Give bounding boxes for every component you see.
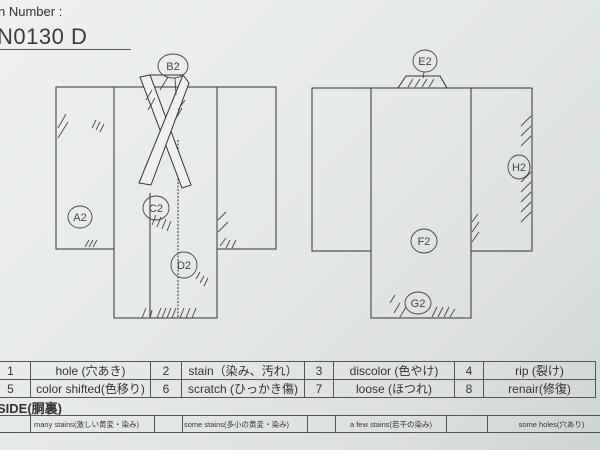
svg-text:F2: F2	[418, 236, 431, 248]
back-collar	[397, 75, 448, 89]
inside-lining-table: many stains(激しい黄変・染み) some stains(多小の黄変・…	[0, 415, 600, 433]
svg-text:A2: A2	[73, 212, 86, 224]
inside-checkbox-many-stains[interactable]	[0, 415, 31, 433]
legend-number: 4	[454, 361, 484, 380]
svg-text:H2: H2	[512, 162, 526, 174]
callout-a2: A2	[67, 205, 93, 229]
legend-number: 3	[304, 361, 334, 380]
legend-label: scratch (ひっかき傷)	[181, 379, 305, 398]
form-number-label: n Number :	[0, 4, 63, 19]
inside-row: many stains(激しい黄変・染み) some stains(多小の黄変・…	[0, 415, 600, 433]
callout-e2: E2	[412, 49, 438, 79]
collar-band-right	[138, 73, 190, 186]
svg-text:B2: B2	[166, 61, 179, 73]
inside-checkbox-few-stains[interactable]	[307, 415, 336, 433]
back-right-sleeve	[470, 87, 533, 252]
callout-b2: B2	[157, 53, 189, 96]
legend-label: loose (ほつれ)	[333, 379, 455, 398]
back-view-diagram	[311, 75, 533, 319]
callout-group: B2 A2 C2 D2 E2 H2 F2 G2	[67, 49, 531, 315]
front-left-sleeve	[55, 86, 115, 250]
svg-text:D2: D2	[177, 260, 191, 272]
inside-checkbox-some-holes[interactable]	[446, 415, 488, 433]
inside-label: many stains(激しい黄変・染み)	[30, 415, 155, 433]
legend-label: color shifted(色移り)	[30, 379, 151, 398]
callout-g2: G2	[404, 291, 432, 315]
legend-row: 1 hole (穴あき) 2 stain（染み、汚れ） 3 discolor (…	[0, 361, 596, 380]
callout-f2: F2	[410, 228, 438, 254]
svg-text:E2: E2	[418, 56, 431, 68]
inside-checkbox-some-stains[interactable]	[154, 415, 183, 433]
svg-text:G2: G2	[411, 298, 426, 310]
legend-number: 8	[454, 379, 484, 398]
legend-row: 5 color shifted(色移り) 6 scratch (ひっかき傷) 7…	[0, 379, 596, 398]
legend-label: discolor (色やけ)	[333, 361, 455, 380]
legend-label: rip (裂け)	[483, 361, 596, 380]
legend-number: 6	[150, 379, 182, 398]
callout-c2: C2	[142, 195, 170, 221]
inside-label: some holes(穴あり)	[487, 415, 600, 433]
front-right-sleeve	[216, 86, 277, 250]
damage-legend-table: 1 hole (穴あき) 2 stain（染み、汚れ） 3 discolor (…	[0, 361, 596, 398]
inside-section-title: SIDE(胴裏)	[0, 401, 63, 416]
kimono-diagrams: B2 A2 C2 D2 E2 H2 F2 G2	[55, 49, 533, 319]
svg-text:C2: C2	[149, 203, 163, 215]
back-left-sleeve	[311, 87, 372, 252]
legend-label: stain（染み、汚れ）	[181, 361, 305, 380]
legend-number: 1	[0, 361, 31, 380]
front-view-diagram	[55, 73, 277, 319]
legend-number: 2	[150, 361, 182, 380]
back-body	[370, 87, 472, 319]
legend-number: 5	[0, 379, 31, 398]
callout-h2: H2	[507, 154, 531, 180]
inside-label: some stains(多小の黄変・染み)	[182, 415, 308, 433]
legend-label: hole (穴あき)	[30, 361, 151, 380]
legend-number: 7	[304, 379, 334, 398]
form-number-underline	[0, 49, 131, 50]
form-number-value: N0130 D	[0, 24, 88, 49]
callout-d2: D2	[170, 251, 198, 279]
legend-label: renair(修復)	[483, 379, 596, 398]
inside-label: a few stains(若干の染み)	[335, 415, 447, 433]
